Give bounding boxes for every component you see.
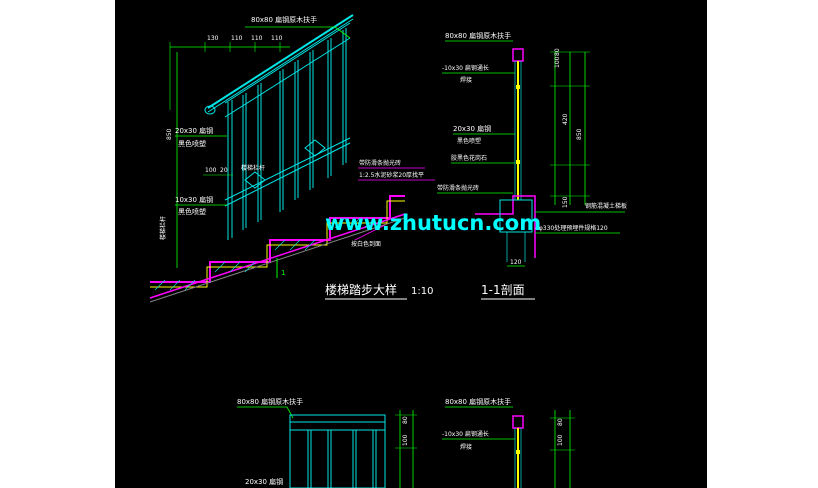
bottom-right-handrail-text: 80x80 扁钢原木扶手 (445, 397, 511, 406)
bottom-right-detail: 80x80 扁钢原木扶手 -10x30 扁钢通长 焊接 100 80 (442, 397, 575, 488)
stairs-notes: 带防滑条抛光砖 1:2.5水泥砂浆20厚找平 按白色到面 (351, 159, 435, 248)
handrail (204, 14, 354, 115)
bottom-right-dim-100: 100 (557, 434, 564, 446)
dim-100-mid: 100 (205, 167, 217, 174)
section-bottom-dimension: 120 (507, 259, 525, 267)
sec-flat-steel-text: 20x30 扁钢 (453, 124, 491, 133)
section-1-1: 100 80 420 850 150 120 80x80 扁钢原木扶手 -10x… (437, 31, 627, 300)
flat-steel-20x30-note: 黑色喷塑 (178, 139, 206, 148)
sec-flat-bar-text: -10x30 扁钢通长 (442, 64, 489, 72)
section-marker: 1 (276, 258, 285, 278)
left-vertical-dimension: 850 楼梯栏杆 (159, 52, 178, 268)
sec-dim-850: 850 (576, 128, 583, 140)
flat-steel-20x30-label: 20x30 扁钢 黑色喷塑 (175, 126, 227, 148)
sec-paint-text: 黑色喷塑 (457, 137, 481, 145)
section-marker-text: 1 (281, 269, 285, 277)
sec-dim-150: 150 (562, 196, 569, 208)
dim-850-left: 850 (166, 128, 173, 140)
sec-dim-120: 120 (510, 259, 522, 266)
sec-dim-420: 420 (562, 113, 569, 125)
mid-dimension: 100 20 (203, 167, 233, 176)
bottom-right-dim-80: 80 (557, 418, 564, 426)
weld-note: 按白色到面 (351, 240, 381, 248)
stair-detail: 130 110 110 110 850 楼梯栏杆 80x80 扁钢原木扶手 (149, 14, 435, 303)
cad-canvas[interactable]: 130 110 110 110 850 楼梯栏杆 80x80 扁钢原木扶手 (115, 0, 707, 488)
top-left-title-scale: 1:10 (411, 286, 433, 297)
sec-dim-80: 80 (554, 48, 561, 56)
bottom-left-flat-text: 20x30 扁钢 (245, 477, 283, 486)
sec-stairs-text: 带防滑条抛光砖 (437, 184, 479, 192)
handrail-label: 80x80 扁钢原木扶手 (245, 15, 351, 39)
section-right-dimensions: 100 80 420 850 150 (550, 48, 590, 208)
dim-110-a: 110 (231, 35, 243, 42)
top-right-title: 1-1剖面 (481, 283, 535, 300)
sec-dye-text: 胶黑色花岗石 (451, 154, 487, 162)
section-anchor-points (516, 85, 520, 164)
bottom-left-dim-80: 80 (402, 416, 409, 424)
sec-concrete-text: 钢筋混凝土梯板 (585, 202, 627, 210)
section-handrail-cap (512, 48, 524, 62)
dim-20-mid: 20 (220, 167, 228, 174)
top-left-title-text: 楼梯踏步大样 (325, 282, 397, 297)
left-vertical-note: 楼梯栏杆 (159, 216, 167, 240)
stairs-note: 带防滑条抛光砖 (359, 159, 401, 167)
top-right-title-text: 1-1剖面 (481, 283, 525, 297)
section-labels: 80x80 扁钢原木扶手 -10x30 扁钢通长 焊接 20x30 扁钢 黑色喷… (437, 31, 627, 234)
bottom-left-detail: 80x80 扁钢原木扶手 100 80 20x (237, 397, 417, 488)
top-dimension-chain: 130 110 110 110 (169, 35, 290, 110)
sec-dim-100: 100 (554, 56, 561, 68)
mortar-note: 1:2.5水泥砂浆20厚找平 (359, 171, 424, 179)
flat-steel-10x30-text: 10x30 扁钢 (175, 195, 213, 204)
dim-130: 130 (207, 35, 219, 42)
sec-weld-text: 焊接 (460, 76, 472, 84)
detail-note: 楼梯栏杆 (241, 164, 265, 172)
dim-110-b: 110 (251, 35, 263, 42)
bottom-left-dim-100: 100 (402, 434, 409, 446)
brace-decoration (244, 139, 326, 189)
handrail-text: 80x80 扁钢原木扶手 (251, 15, 317, 24)
watermark: www.zhutucn.com (325, 211, 541, 235)
dim-110-c: 110 (271, 35, 283, 42)
flat-steel-10x30-note: 黑色喷塑 (178, 207, 206, 216)
sec-handrail-text: 80x80 扁钢原木扶手 (445, 31, 511, 40)
flat-steel-10x30-label: 10x30 扁钢 黑色喷塑 (175, 195, 227, 216)
bottom-left-handrail-text: 80x80 扁钢原木扶手 (237, 397, 303, 406)
flat-steel-20x30-text: 20x30 扁钢 (175, 126, 213, 135)
cad-drawing: 130 110 110 110 850 楼梯栏杆 80x80 扁钢原木扶手 (149, 14, 627, 488)
top-left-title: 楼梯踏步大样 1:10 (325, 282, 433, 300)
sec-embed-detail-text: 4φ330处理预埋件规格120 (535, 224, 608, 232)
bottom-right-flat-bar-text: -10x30 扁钢通长 (442, 430, 489, 438)
bottom-right-weld-text: 焊接 (460, 443, 472, 451)
balusters (227, 28, 347, 240)
